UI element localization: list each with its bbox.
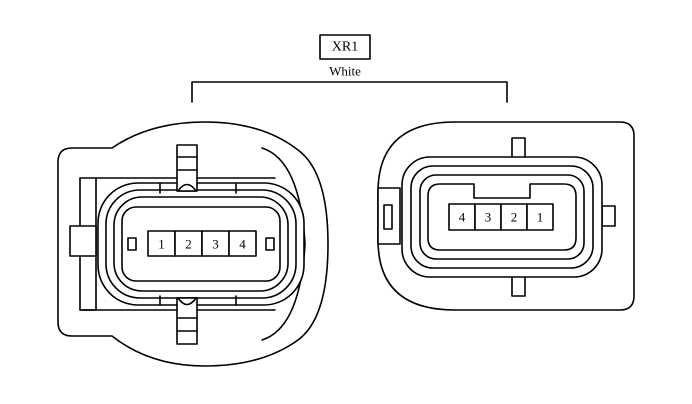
right-pin-cell	[526, 203, 554, 231]
left-connector: 1 2 3 4	[57, 121, 329, 367]
connector-id-box	[319, 34, 371, 60]
left-housing-inner-curve	[261, 147, 306, 341]
left-top-post	[159, 144, 237, 194]
right-pin-number: 2	[511, 210, 518, 225]
left-pin-number: 3	[212, 237, 219, 252]
right-latch	[377, 187, 401, 245]
right-pin-cell	[474, 203, 502, 231]
left-latch-tab	[69, 225, 97, 257]
connector-color: White	[329, 64, 361, 79]
right-pin-number: 1	[537, 210, 544, 225]
right-connector: 4 3 2 1	[377, 121, 635, 311]
connector-id: XR1	[332, 40, 358, 55]
left-pin-cell	[201, 230, 230, 257]
left-bottom-post	[159, 295, 237, 345]
left-side-key-left	[127, 237, 137, 251]
left-pin-row: 1 2 3 4	[147, 230, 257, 257]
right-pin-cell	[500, 203, 528, 231]
right-pin-number: 4	[459, 210, 466, 225]
connector-label: XR1 White	[319, 34, 371, 79]
right-pin-cell	[448, 203, 476, 231]
right-top-post	[511, 137, 526, 159]
right-pin-number: 3	[485, 210, 492, 225]
left-pin-number: 1	[158, 237, 165, 252]
right-bottom-post	[511, 275, 526, 297]
left-pin-number: 2	[185, 237, 192, 252]
right-pin-row: 4 3 2 1	[448, 203, 554, 231]
left-pin-cell	[228, 230, 257, 257]
bracket-line	[191, 81, 508, 103]
left-side-key-right	[265, 237, 275, 251]
right-side-key	[601, 205, 616, 227]
left-pin-cell	[174, 230, 203, 257]
left-pin-number: 4	[239, 237, 246, 252]
